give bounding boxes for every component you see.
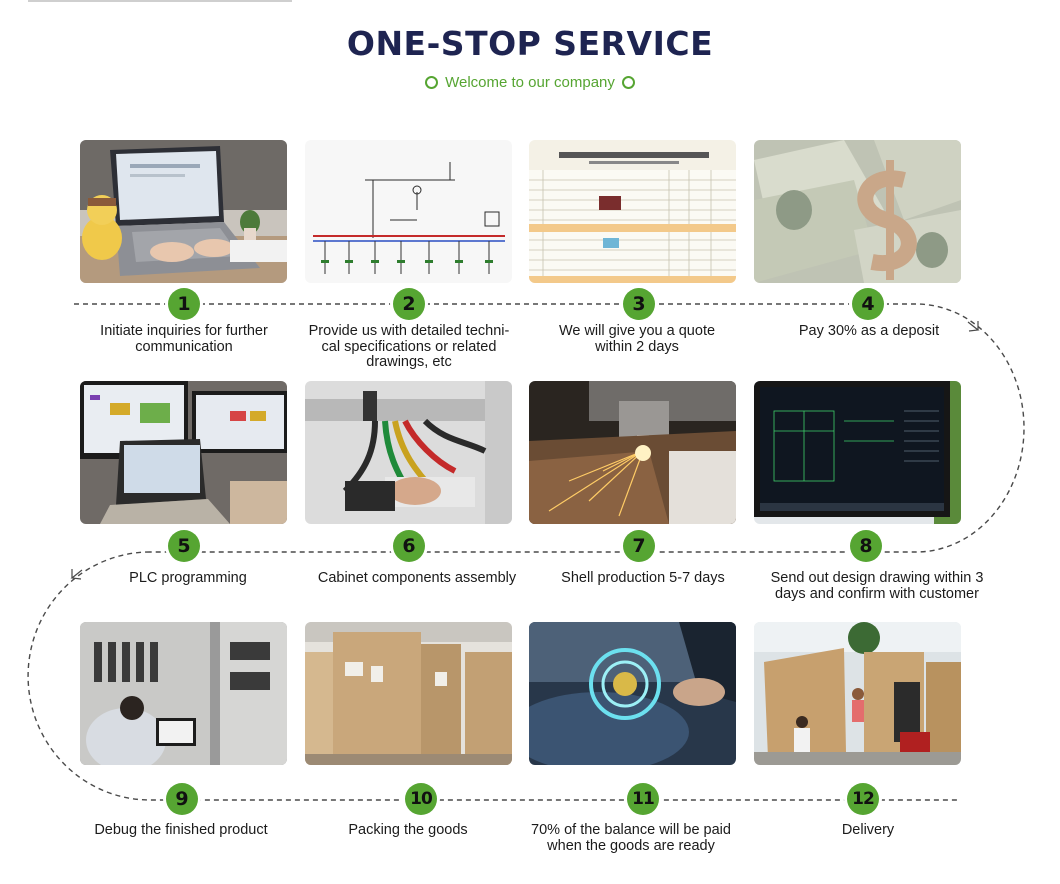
step-1-badge: 1 <box>168 288 200 320</box>
step-7-caption: Shell production 5-7 days <box>561 570 725 586</box>
step-5-image <box>80 381 287 524</box>
step-3-badge: 3 <box>623 288 655 320</box>
step-2-badge: 2 <box>393 288 425 320</box>
step-12-image <box>754 622 961 765</box>
step-3-image <box>529 140 736 283</box>
step-2-caption: Provide us with detailed techni-cal spec… <box>308 323 510 370</box>
step-5-caption: PLC programming <box>129 570 247 586</box>
step-1-caption: Initiate inquiries for further communica… <box>100 323 268 355</box>
step-6-badge: 6 <box>393 530 425 562</box>
top-divider <box>28 0 292 2</box>
step-11-image <box>529 622 736 765</box>
step-8-image <box>754 381 961 524</box>
step-8-caption: Send out design drawing within 3 days an… <box>770 570 984 602</box>
step-12-badge: 12 <box>847 783 879 815</box>
page-subtitle: Welcome to our company <box>0 74 1060 91</box>
step-11-caption: 70% of the balance will be paid when the… <box>531 822 731 854</box>
step-10-caption: Packing the goods <box>348 822 468 838</box>
step-6-image <box>305 381 512 524</box>
step-1-image <box>80 140 287 283</box>
step-4-caption: Pay 30% as a deposit <box>798 323 940 339</box>
page-title: ONE-STOP SERVICE <box>346 24 714 63</box>
step-3-caption: We will give you a quote within 2 days <box>558 323 716 355</box>
step-5-badge: 5 <box>168 530 200 562</box>
step-9-image <box>80 622 287 765</box>
circle-bullet-left-icon <box>425 75 439 89</box>
subtitle-text: Welcome to our company <box>445 74 615 91</box>
step-8-badge: 8 <box>850 530 882 562</box>
step-4-image <box>754 140 961 283</box>
step-4-badge: 4 <box>852 288 884 320</box>
step-7-badge: 7 <box>623 530 655 562</box>
step-10-image <box>305 622 512 765</box>
step-6-caption: Cabinet components assembly <box>317 570 517 586</box>
step-9-badge: 9 <box>166 783 198 815</box>
step-2-image <box>305 140 512 283</box>
circle-bullet-right-icon <box>621 75 635 89</box>
step-10-badge: 10 <box>405 783 437 815</box>
step-11-badge: 11 <box>627 783 659 815</box>
step-9-caption: Debug the finished product <box>94 822 268 838</box>
step-7-image <box>529 381 736 524</box>
step-12-caption: Delivery <box>841 822 895 838</box>
